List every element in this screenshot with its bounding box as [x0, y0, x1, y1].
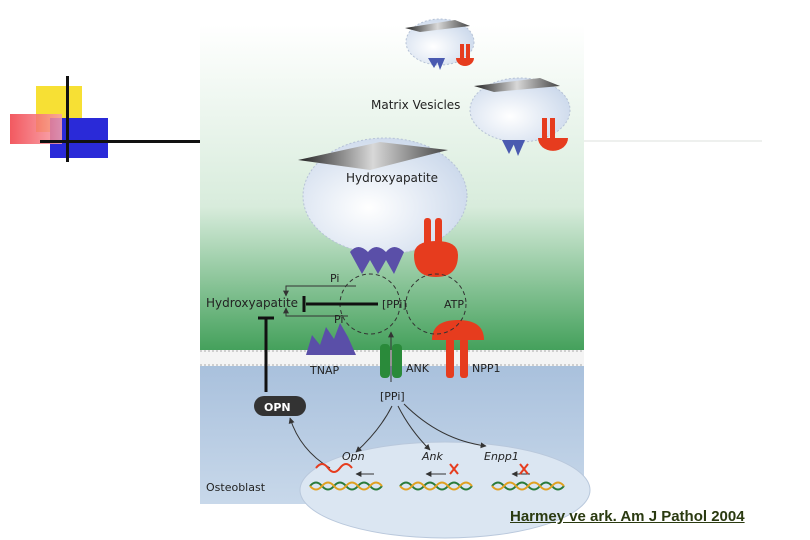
arrow-pi-bottom	[283, 307, 348, 317]
label-ppi-intracellular: [PPi]	[380, 390, 405, 403]
label-ank: ANK	[406, 362, 430, 375]
inhibition-opn	[258, 316, 274, 392]
deco-vertical-line	[66, 76, 69, 162]
label-hydroxyapatite-crystal: Hydroxyapatite	[346, 171, 438, 185]
npp1-membrane-shape	[432, 320, 484, 378]
deco-horizontal-line-faint	[582, 140, 762, 142]
dna-opn	[309, 481, 383, 491]
arrow-pi-top	[283, 285, 356, 297]
deco-horizontal-line	[40, 140, 202, 143]
tnap-vesicle-shape	[350, 247, 404, 274]
label-gene-enpp1: Enpp1	[484, 450, 519, 463]
citation: Harmey ve ark. Am J Pathol 2004	[510, 508, 745, 525]
ank-transporter-shape	[380, 344, 402, 378]
ank-repressed-mark	[449, 463, 459, 475]
cycle-circle-right	[405, 273, 467, 335]
enpp1-repressed-mark	[519, 463, 529, 475]
opn-box	[254, 396, 306, 416]
nucleus	[299, 441, 591, 539]
label-npp1: NPP1	[472, 362, 501, 375]
matrix-vesicle-2	[469, 77, 571, 156]
matrix-vesicle-1	[405, 18, 475, 70]
opn-mrna	[315, 463, 353, 473]
arrow-to-opn-gene	[355, 405, 393, 453]
label-pi-top: Pi	[330, 272, 339, 285]
dna-ank	[399, 481, 473, 491]
dna-enpp1	[491, 481, 565, 491]
label-gene-opn: Opn	[342, 450, 365, 463]
arrow-to-ank-gene	[397, 405, 431, 451]
label-opn-protein: OPN	[264, 401, 291, 414]
label-tnap: TNAP	[309, 364, 339, 377]
label-atp: ATP	[444, 298, 464, 311]
arrow-to-enpp1-gene	[403, 403, 487, 449]
label-hydroxyapatite-inhibited: Hydroxyapatite	[206, 296, 298, 310]
label-pi-bottom: Pi	[334, 313, 343, 326]
npp1-vesicle-shape	[414, 218, 458, 277]
tnap-membrane-shape	[306, 323, 356, 355]
label-gene-ank: Ank	[421, 450, 443, 463]
deco-red-square	[10, 114, 62, 144]
inhibition-ppi	[302, 296, 378, 312]
label-matrix-vesicles: Matrix Vesicles	[371, 98, 460, 112]
label-osteoblast: Osteoblast	[206, 481, 266, 494]
label-ppi-extracellular: [PPi]	[382, 298, 407, 311]
